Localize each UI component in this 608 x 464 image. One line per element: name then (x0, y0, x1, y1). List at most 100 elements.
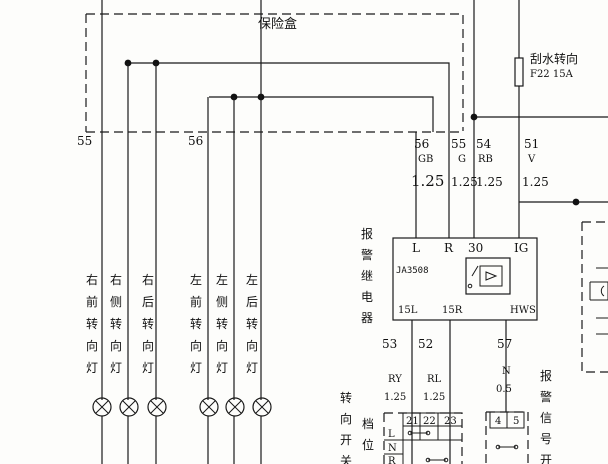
turn-switch-pin-22: 22 (423, 416, 436, 427)
lamp-symbol-2 (119, 397, 139, 417)
hazard-switch-pin-5: 5 (513, 416, 519, 427)
partial-component-right (581, 221, 608, 373)
relay-pin-l: L (412, 241, 420, 255)
junction-dot (572, 198, 580, 206)
turn-switch-label-char: 向 (340, 411, 352, 426)
wire-number-53: 53 (382, 337, 397, 351)
lamp-label-1-char: 前 (86, 294, 98, 309)
wire-n-color: N (502, 366, 511, 377)
lamp-label-6-char: 灯 (246, 361, 258, 375)
relay-coil (479, 265, 503, 287)
lamp-symbol-4 (199, 397, 219, 417)
hazard-switch-label-char: 信 (540, 411, 552, 425)
fuse-box-bottom-edge (85, 14, 463, 133)
wire-number-55-left: 55 (77, 134, 92, 148)
relay-contact-arm (471, 265, 479, 277)
hazard-switch-label-char: 警 (540, 389, 552, 404)
hazard-switch-pin-4: 4 (495, 416, 501, 427)
turn-switch-position-label: 档位 (362, 417, 374, 452)
lamp-label-1-char: 转 (86, 316, 98, 331)
relay-pin-r: R (444, 241, 454, 255)
lamp-label-2-char: 右 (110, 272, 122, 287)
turn-switch-row-lines (384, 439, 403, 455)
alarm-relay: L R 30 IG JA3508 15L 15R HWS (392, 237, 538, 321)
lamp-label-6-char: 左 (246, 272, 258, 287)
switch-contact (513, 444, 519, 450)
turn-switch-pin-23: 23 (444, 416, 457, 427)
lamp-label-4-char: 前 (190, 294, 202, 309)
turn-switch-row-n: N (388, 443, 397, 454)
lamp-label-4-char: 转 (190, 316, 202, 331)
wire-51-size: 1.25 (522, 175, 549, 189)
wire-rl-size: 1.25 (423, 392, 445, 403)
lamp-label-5-char: 转 (216, 316, 228, 331)
lamp-label-4-char: 灯 (190, 361, 202, 375)
relay-flasher-frame (465, 257, 511, 295)
partial-component-detail (589, 267, 608, 335)
wire-51-number: 51 (524, 137, 539, 151)
lamp-label-5-char: 灯 (216, 361, 228, 375)
lamp-label-1-char: 向 (86, 338, 98, 353)
fuse-box-title: 保险盒 (258, 16, 297, 32)
lamp-symbols (92, 397, 272, 417)
lamp-label-2-char: 向 (110, 338, 122, 353)
turn-switch-cells (403, 413, 462, 441)
wire-55-number: 55 (451, 137, 466, 151)
turn-switch-row-l: L (388, 429, 395, 440)
fuse-rating: F22 15A (530, 69, 574, 80)
turn-switch-grid (402, 412, 462, 464)
relay-contact-arrow (485, 271, 498, 281)
lamp-label-5-char: 向 (216, 338, 228, 353)
lamp-label-4-char: 左 (190, 272, 202, 287)
turn-switch-pin-21: 21 (406, 416, 419, 427)
relay-label-char: 器 (361, 311, 373, 325)
turn-switch-label-char: 关 (340, 454, 352, 464)
relay-pin-hws: HWS (510, 305, 536, 316)
wire-55-size: 1.25 (451, 175, 478, 189)
relay-label-char: 报 (361, 226, 373, 241)
lamp-label-1-char: 右 (86, 272, 98, 287)
wire-56-size: 1.25 (411, 172, 444, 190)
relay-pin-30: 30 (468, 241, 483, 255)
relay-terminal (467, 283, 473, 289)
wire-56-number: 56 (414, 137, 429, 151)
relay-pin-15l: 15L (398, 305, 418, 316)
lamp-label-3-char: 灯 (142, 361, 154, 375)
wire-54-color: RB (478, 154, 493, 165)
wire-ry-color: RY (388, 374, 402, 385)
wire-ry-size: 1.25 (384, 392, 406, 403)
relay-pin-15r: 15R (442, 305, 463, 316)
lamp-label-6-char: 转 (246, 316, 258, 331)
switch-contact (425, 430, 431, 436)
turn-switch-row-r: R (388, 456, 396, 464)
fuse-box: 保险盒 (85, 13, 464, 133)
fuse-symbol (514, 57, 524, 87)
partial-component-arc (600, 285, 605, 297)
switch-contact (443, 457, 449, 463)
lamp-label-6-char: 后 (246, 295, 258, 309)
partial-component-frame (581, 221, 608, 373)
wire-51-color: V (527, 154, 536, 165)
relay-pin-ig: IG (514, 241, 528, 255)
lamp-label-3-char: 右 (142, 272, 154, 287)
wire-number-57: 57 (497, 337, 512, 351)
lamp-label-3-char: 转 (142, 316, 154, 331)
wire-labels-top: 56 GB 1.25 55 G 1.25 54 RB 1.25 51 V 1.2… (411, 137, 549, 190)
lamp-label-5-char: 左 (216, 272, 228, 287)
hazard-switch-label-char: 报 (540, 368, 552, 383)
relay-label-char: 警 (361, 247, 373, 262)
lamp-label-1-char: 灯 (86, 361, 98, 375)
hazard-switch-label-char: 开 (540, 453, 552, 464)
lamp-label-3-char: 后 (142, 295, 154, 309)
junction-dot (470, 113, 478, 121)
hazard-switch-label-char: 号 (540, 432, 552, 446)
relay-model: JA3508 (396, 266, 429, 276)
turn-signal-switch: 21 22 23 L N R (383, 412, 463, 464)
relay-label-char: 电 (361, 290, 373, 304)
lamp-label-3-char: 向 (142, 338, 154, 353)
